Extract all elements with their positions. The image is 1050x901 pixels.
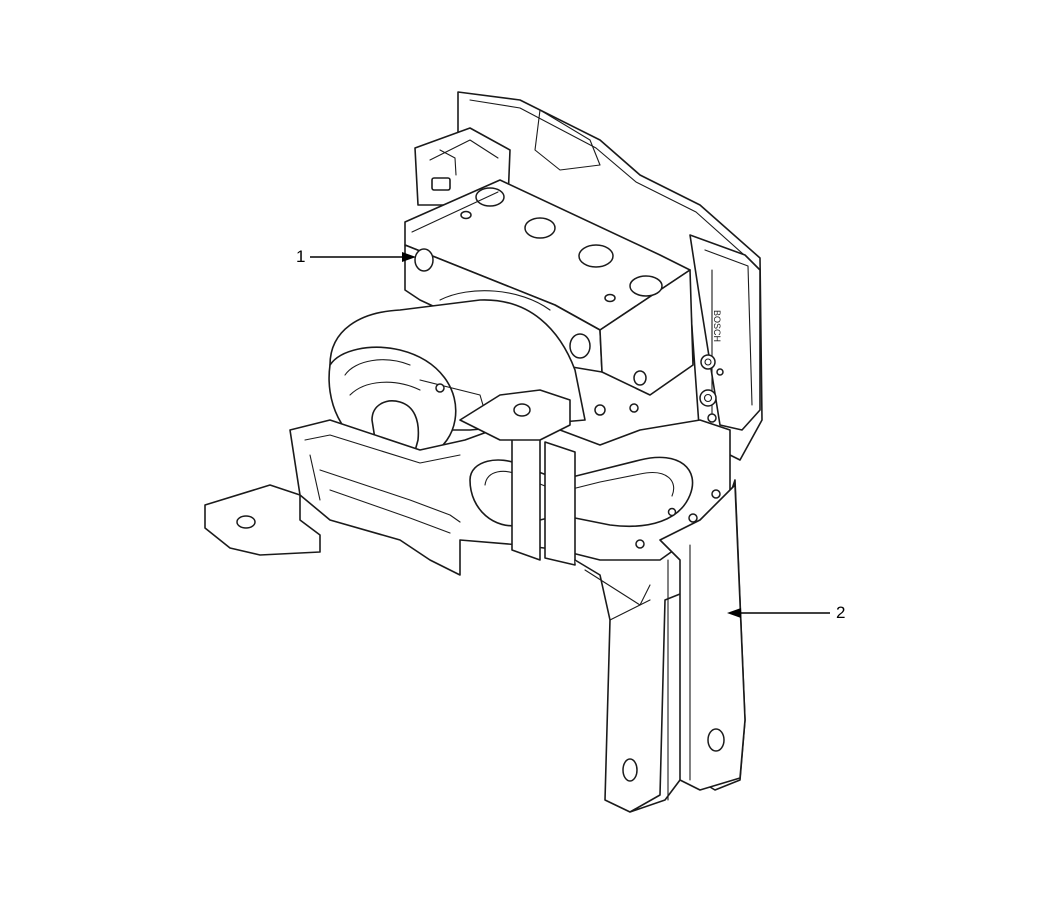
module-marking: BOSCH xyxy=(712,310,722,342)
callout-1: 1 xyxy=(296,247,416,266)
horizontal-bracket xyxy=(204,389,731,576)
callout-label-2: 2 xyxy=(836,603,845,622)
arrowhead-2 xyxy=(727,608,741,618)
vertical-bracket xyxy=(574,479,746,813)
callout-2: 2 xyxy=(727,603,845,622)
callout-label-1: 1 xyxy=(296,247,305,266)
electronic-control-module: BOSCH xyxy=(414,91,763,461)
arrowhead-1 xyxy=(402,252,416,262)
